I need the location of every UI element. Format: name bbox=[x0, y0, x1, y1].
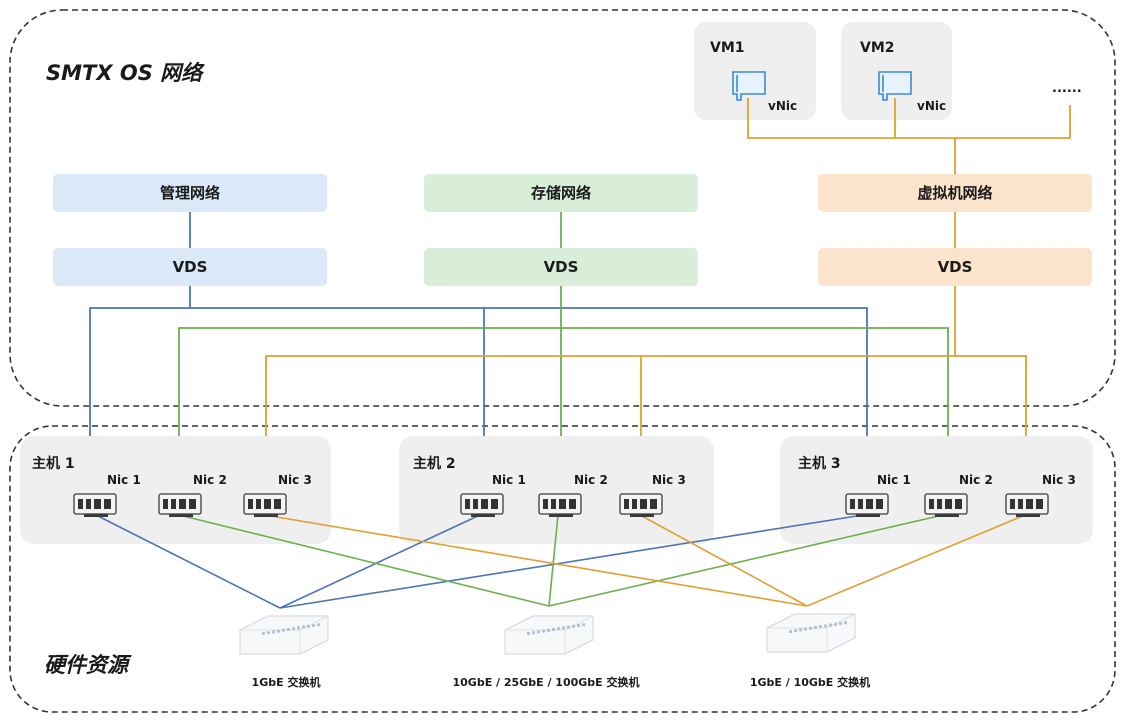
hardware-region-title: 硬件资源 bbox=[44, 653, 132, 677]
physical-nic-icon bbox=[619, 493, 663, 517]
os-region-title: SMTX OS 网络 bbox=[46, 61, 205, 85]
management-switch-cables bbox=[95, 514, 864, 609]
storage-switch-cables bbox=[178, 514, 944, 607]
nic-label: Nic 1 bbox=[107, 473, 141, 487]
nic-label: Nic 2 bbox=[193, 473, 227, 487]
network-switch-icon bbox=[766, 613, 856, 653]
physical-nic-icon bbox=[73, 493, 117, 517]
network-switch-icon bbox=[504, 615, 594, 655]
nic-label: Nic 2 bbox=[959, 473, 993, 487]
switch-label-3: 1GbE / 10GbE 交换机 bbox=[750, 675, 870, 689]
vds-box-vm bbox=[818, 248, 1092, 286]
physical-nic-icon bbox=[460, 493, 504, 517]
host-name-1: 主机 1 bbox=[32, 455, 75, 472]
os-network-region bbox=[9, 9, 1116, 407]
network-box-storage bbox=[424, 174, 698, 212]
host-name-3: 主机 3 bbox=[798, 455, 841, 472]
vm-name-1: VM1 bbox=[710, 40, 745, 56]
vm-name-2: VM2 bbox=[860, 40, 895, 56]
vm-nic-label-1: vNic bbox=[768, 99, 797, 113]
vds-label-storage: VDS bbox=[544, 258, 579, 276]
physical-nic-icon bbox=[158, 493, 202, 517]
nic-label: Nic 3 bbox=[278, 473, 312, 487]
network-label-management: 管理网络 bbox=[160, 184, 220, 202]
host-name-2: 主机 2 bbox=[413, 455, 456, 472]
vm-switch-cables bbox=[264, 514, 1026, 607]
physical-nic-icon bbox=[1005, 493, 1049, 517]
vds-label-vm: VDS bbox=[938, 258, 973, 276]
nic-label: Nic 3 bbox=[1042, 473, 1076, 487]
vm-nic-label-2: vNic bbox=[917, 99, 946, 113]
host-box-1 bbox=[20, 436, 331, 544]
network-label-vm: 虚拟机网络 bbox=[917, 184, 992, 202]
network-box-vm bbox=[818, 174, 1092, 212]
vm-uplink-lines bbox=[747, 98, 1071, 175]
network-switch-icon bbox=[239, 615, 329, 655]
nic-label: Nic 2 bbox=[574, 473, 608, 487]
switch-label-2: 10GbE / 25GbE / 100GbE 交换机 bbox=[452, 675, 639, 689]
vm-box-2 bbox=[841, 22, 952, 120]
switch-label-1: 1GbE 交换机 bbox=[252, 675, 321, 689]
vm-box-1 bbox=[694, 22, 816, 120]
hardware-region bbox=[9, 425, 1116, 713]
vm-more-ellipsis: ...... bbox=[1052, 81, 1082, 96]
physical-nic-icon bbox=[538, 493, 582, 517]
vds-box-management bbox=[53, 248, 327, 286]
vds-box-storage bbox=[424, 248, 698, 286]
nic-label: Nic 1 bbox=[877, 473, 911, 487]
vnic-icon bbox=[878, 71, 912, 101]
physical-nic-icon bbox=[924, 493, 968, 517]
vnic-icon bbox=[732, 71, 766, 101]
physical-nic-icon bbox=[243, 493, 287, 517]
host-box-3 bbox=[780, 436, 1093, 544]
network-box-management bbox=[53, 174, 327, 212]
nic-label: Nic 1 bbox=[492, 473, 526, 487]
nic-label: Nic 3 bbox=[652, 473, 686, 487]
vds-label-management: VDS bbox=[173, 258, 208, 276]
physical-nic-icon bbox=[845, 493, 889, 517]
network-label-storage: 存储网络 bbox=[531, 184, 591, 202]
